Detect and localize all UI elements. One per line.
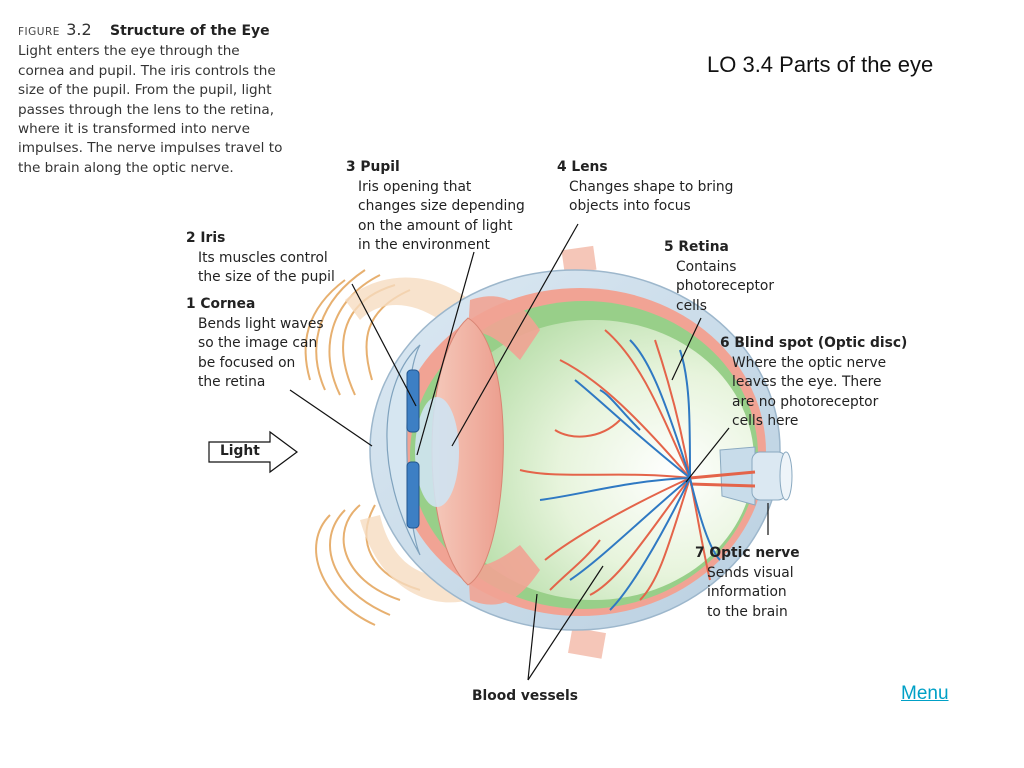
label-blind-spot: 6 Blind spot (Optic disc) Where the opti… [720, 334, 907, 432]
blood-vessels-red [519, 329, 711, 601]
iris-lower [406, 461, 420, 529]
label-iris-heading: 2 Iris [186, 230, 226, 246]
label-cornea: 1 Cornea Bends light waves so the image … [186, 295, 324, 393]
label-lens: 4 Lens Changes shape to bring objects in… [557, 158, 733, 217]
optic-nerve-vessels [689, 470, 756, 488]
label-blind-spot-desc: Where the optic nerve leaves the eye. Th… [720, 354, 907, 432]
label-line: the retina [198, 374, 266, 390]
label-blind-spot-heading: 6 Blind spot (Optic disc) [720, 335, 908, 351]
label-line: the size of the pupil [198, 269, 335, 285]
label-optic-nerve: 7 Optic nerve Sends visual information t… [695, 544, 800, 622]
label-retina-desc: Contains photoreceptor cells [664, 258, 774, 317]
label-line: in the environment [358, 237, 490, 253]
light-label: Light [220, 443, 260, 459]
label-line: Where the optic nerve [732, 354, 887, 371]
light-arrow [208, 430, 299, 474]
label-line: Bends light waves [198, 315, 324, 332]
label-line: leaves the eye. There [732, 374, 882, 390]
label-line: cells [676, 297, 707, 314]
label-line: be focused on [198, 354, 296, 371]
label-iris: 2 Iris Its muscles control the size of t… [186, 229, 335, 288]
figure-number: 3.2 [66, 20, 92, 39]
lens [431, 317, 504, 586]
optic-nerve-end [779, 451, 793, 501]
caption-line: size of the pupil. From the pupil, light [18, 82, 272, 99]
label-line: Changes shape to bring [569, 178, 734, 195]
eye-muscle-bottom [568, 627, 606, 659]
slide-title: LO 3.4 Parts of the eye [707, 52, 934, 77]
upper-eyelid [345, 277, 470, 320]
label-pupil-desc: Iris opening that changes size depending… [346, 178, 525, 256]
label-lens-heading: 4 Lens [557, 159, 608, 175]
label-line: cells here [732, 413, 799, 429]
label-pupil: 3 Pupil Iris opening that changes size d… [346, 158, 525, 256]
label-retina: 5 Retina Contains photoreceptor cells [664, 238, 774, 316]
caption-line: cornea and pupil. The iris controls the [18, 62, 276, 79]
leader-lines [289, 223, 769, 681]
label-optic-nerve-heading: 7 Optic nerve [695, 545, 800, 561]
aqueous-humor [415, 397, 459, 507]
optic-nerve-stub [719, 446, 756, 506]
ciliary-body-lower [468, 545, 540, 605]
label-iris-desc: Its muscles control the size of the pupi… [186, 249, 335, 288]
label-line: to the brain [707, 603, 788, 620]
label-cornea-heading: 1 Cornea [186, 296, 256, 312]
menu-link[interactable]: Menu [901, 683, 949, 704]
figure-label: FIGURE [18, 26, 60, 38]
blood-vessels-blue [539, 339, 721, 611]
label-lens-desc: Changes shape to bring objects into focu… [557, 178, 733, 217]
caption-line: passes through the lens to the retina, [18, 101, 275, 118]
figure-caption: FIGURE 3.2 Structure of the Eye Light en… [18, 20, 318, 178]
caption-line: the brain along the optic nerve. [18, 159, 234, 176]
label-line: photoreceptor [676, 278, 775, 294]
label-line: changes size depending [358, 198, 525, 214]
label-line: are no photoreceptor [732, 393, 879, 410]
label-line: Its muscles control [198, 249, 328, 266]
blood-vessels-label: Blood vessels [472, 688, 578, 704]
label-pupil-heading: 3 Pupil [346, 159, 400, 175]
label-line: objects into focus [569, 198, 691, 214]
label-cornea-desc: Bends light waves so the image can be fo… [186, 315, 324, 393]
label-line: Iris opening that [358, 178, 472, 195]
label-line: Contains [676, 258, 737, 275]
label-optic-nerve-desc: Sends visual information to the brain [695, 564, 800, 623]
label-line: information [707, 584, 787, 600]
caption-line: impulses. The nerve impulses travel to [18, 140, 283, 157]
caption-line: Light enters the eye through the [18, 43, 240, 60]
label-line: on the amount of light [358, 217, 513, 234]
figure-title: Structure of the Eye [110, 23, 270, 39]
caption-line: where it is transformed into nerve [18, 121, 250, 138]
figure-header: FIGURE 3.2 Structure of the Eye [18, 20, 318, 42]
ciliary-body [468, 296, 540, 360]
label-line: Sends visual [707, 564, 794, 581]
label-line: so the image can [198, 335, 318, 351]
label-retina-heading: 5 Retina [664, 239, 729, 255]
eye-muscle-top [561, 245, 597, 275]
